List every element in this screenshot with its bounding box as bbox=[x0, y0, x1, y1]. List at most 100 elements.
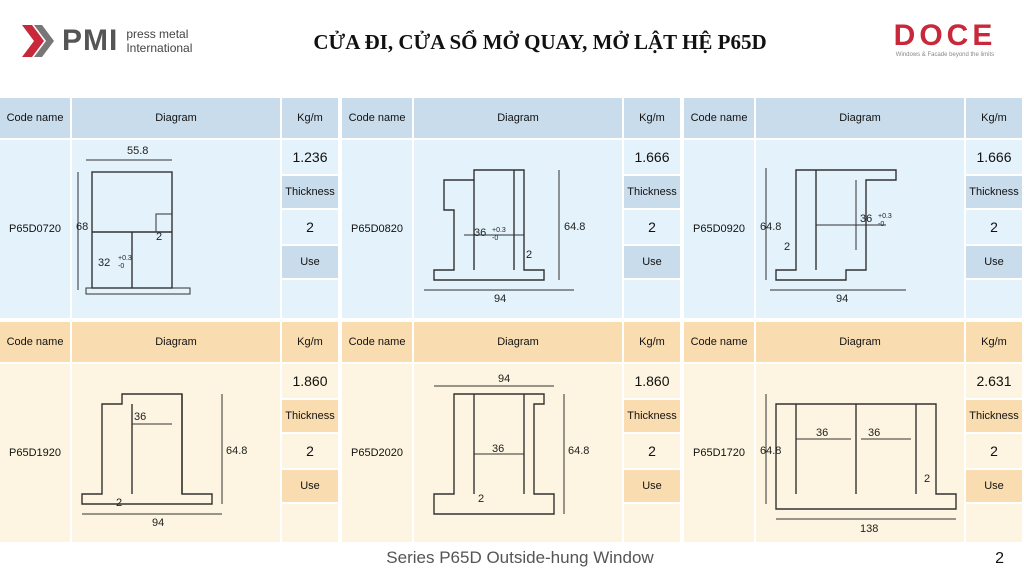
thickness-label: Thickness bbox=[624, 400, 680, 432]
doce-logo: DOCE Windows & Facade beyond the limits bbox=[880, 19, 1010, 59]
thickness-value: 2 bbox=[966, 210, 1022, 244]
dimension-label: 36 bbox=[860, 213, 872, 225]
code-name-header: Code name bbox=[684, 322, 754, 362]
dimension-label: 2 bbox=[526, 249, 532, 261]
profile-code: P65D0920 bbox=[684, 140, 754, 318]
profile-diagram: 94 36 64.8 2 bbox=[414, 364, 622, 542]
kgm-value: 1.666 bbox=[966, 140, 1022, 174]
profile-code: P65D0820 bbox=[342, 140, 412, 318]
thickness-value: 2 bbox=[966, 434, 1022, 468]
pmi-logo-text: PMI bbox=[62, 24, 119, 57]
profile-panel: Code name Diagram Kg/m P65D0820 36+0.3-0… bbox=[342, 98, 680, 318]
thickness-label: Thickness bbox=[282, 176, 338, 208]
dimension-label: 94 bbox=[836, 293, 848, 305]
dimension-label: 36 bbox=[868, 427, 880, 439]
kgm-value: 1.860 bbox=[282, 364, 338, 398]
dimension-label: +0.3 bbox=[118, 255, 132, 262]
code-name-header: Code name bbox=[0, 322, 70, 362]
use-value bbox=[966, 280, 1022, 318]
dimension-label: 36 bbox=[134, 411, 146, 423]
profile-section-drawing: 55.8 68 32 +0.3-0 2 bbox=[76, 145, 191, 295]
kgm-value: 2.631 bbox=[966, 364, 1022, 398]
kgm-header: Kg/m bbox=[282, 322, 338, 362]
use-value bbox=[282, 280, 338, 318]
profile-code: P65D0720 bbox=[0, 140, 70, 318]
dimension-label: 2 bbox=[924, 473, 930, 485]
dimension-label: 55.8 bbox=[127, 145, 148, 157]
page-title: CỬA ĐI, CỬA SỔ MỞ QUAY, MỞ LẬT HỆ P65D bbox=[313, 30, 767, 54]
thickness-label: Thickness bbox=[282, 400, 338, 432]
dimension-label: 64.8 bbox=[564, 221, 585, 233]
dimension-label: 36 bbox=[816, 427, 828, 439]
doce-logo-text: DOCE bbox=[893, 19, 997, 52]
code-name-header: Code name bbox=[0, 98, 70, 138]
dimension-label: 94 bbox=[498, 373, 510, 385]
use-label: Use bbox=[624, 246, 680, 278]
dimension-label: 64.8 bbox=[226, 445, 247, 457]
code-name-header: Code name bbox=[684, 98, 754, 138]
dimension-label: 36 bbox=[492, 443, 504, 455]
thickness-value: 2 bbox=[624, 210, 680, 244]
doce-tagline: Windows & Facade beyond the limits bbox=[895, 52, 995, 58]
dimension-label: -0 bbox=[492, 235, 498, 242]
thickness-value: 2 bbox=[282, 434, 338, 468]
dimension-label: 2 bbox=[784, 241, 790, 253]
footer-caption: Series P65D Outside-hung Window bbox=[386, 548, 654, 567]
kgm-value: 1.236 bbox=[282, 140, 338, 174]
profile-section-drawing: 94 36 64.8 2 bbox=[433, 373, 589, 515]
dimension-label: 2 bbox=[116, 497, 122, 509]
thickness-label: Thickness bbox=[624, 176, 680, 208]
profile-panel: Code name Diagram Kg/m P65D0720 55.8 68 32… bbox=[0, 98, 338, 318]
use-label: Use bbox=[624, 470, 680, 502]
kgm-header: Kg/m bbox=[966, 322, 1022, 362]
kgm-header: Kg/m bbox=[624, 98, 680, 138]
profile-code: P65D2020 bbox=[342, 364, 412, 542]
kgm-header: Kg/m bbox=[282, 98, 338, 138]
diagram-header: Diagram bbox=[756, 98, 964, 138]
diagram-header: Diagram bbox=[72, 98, 280, 138]
pmi-logo: PMI press metal International bbox=[22, 24, 192, 58]
dimension-label: 2 bbox=[478, 493, 484, 505]
use-label: Use bbox=[282, 470, 338, 502]
pmi-logo-subtitle: press metal International bbox=[126, 27, 192, 55]
thickness-value: 2 bbox=[282, 210, 338, 244]
use-value bbox=[624, 280, 680, 318]
thickness-value: 2 bbox=[624, 434, 680, 468]
profile-code: P65D1720 bbox=[684, 364, 754, 542]
dimension-label: 68 bbox=[76, 221, 88, 233]
diagram-header: Diagram bbox=[414, 322, 622, 362]
dimension-label: -0 bbox=[878, 221, 884, 228]
diagram-header: Diagram bbox=[414, 98, 622, 138]
code-name-header: Code name bbox=[342, 98, 412, 138]
profile-diagram: 55.8 68 32 +0.3-0 2 bbox=[72, 140, 280, 318]
kgm-value: 1.860 bbox=[624, 364, 680, 398]
profile-code: P65D1920 bbox=[0, 364, 70, 542]
dimension-label: 32 bbox=[98, 257, 110, 269]
diagram-header: Diagram bbox=[756, 322, 964, 362]
dimension-label: +0.3 bbox=[878, 213, 892, 220]
dimension-label: 2 bbox=[156, 231, 162, 243]
use-label: Use bbox=[282, 246, 338, 278]
pmi-subtitle-line2: International bbox=[126, 41, 193, 55]
use-value bbox=[624, 504, 680, 542]
kgm-header: Kg/m bbox=[624, 322, 680, 362]
thickness-label: Thickness bbox=[966, 176, 1022, 208]
dimension-label: -0 bbox=[118, 263, 124, 270]
dimension-label: 64.8 bbox=[568, 445, 589, 457]
use-label: Use bbox=[966, 470, 1022, 502]
diagram-header: Diagram bbox=[72, 322, 280, 362]
pmi-logo-icon bbox=[22, 25, 54, 57]
kgm-value: 1.666 bbox=[624, 140, 680, 174]
